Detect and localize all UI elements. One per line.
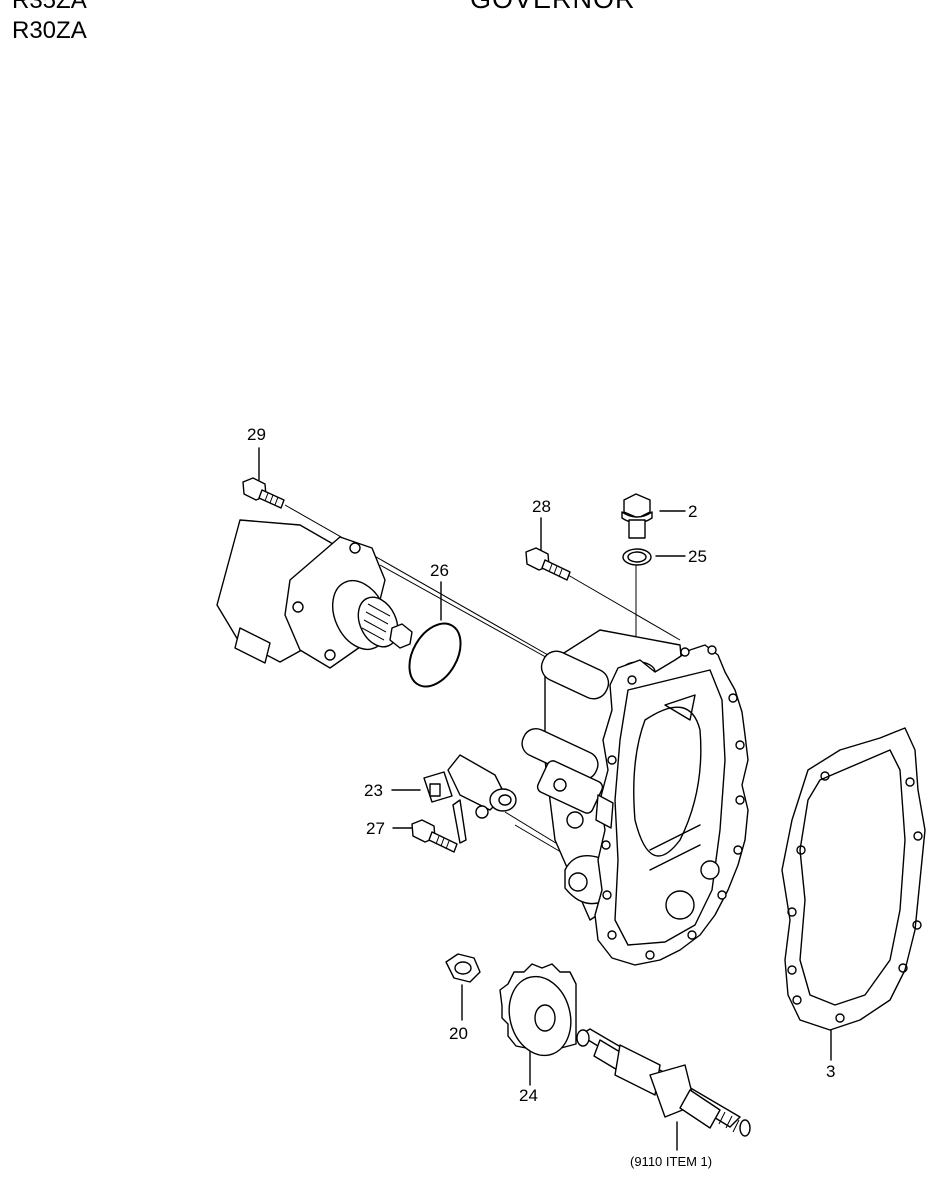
- shaft-reference-note: (9110 ITEM 1): [630, 1154, 712, 1169]
- bolt-28-icon: [525, 517, 571, 581]
- plug-bolt-2-icon: [621, 493, 686, 539]
- bolt-27-icon: [392, 819, 458, 853]
- gear-24-icon: [499, 963, 577, 1086]
- callout-3: 3: [826, 1062, 835, 1081]
- governor-shaft-icon: [576, 1028, 751, 1151]
- callout-24: 24: [519, 1086, 538, 1105]
- o-ring-26-icon: [408, 581, 462, 688]
- callout-27: 27: [366, 819, 385, 838]
- governor-housing-icon: [521, 629, 749, 966]
- diagram-title: GOVERNOR: [470, 0, 636, 13]
- sensor-23-icon: [391, 754, 517, 844]
- bolt-29-icon: [242, 447, 285, 509]
- callout-26: 26: [430, 561, 449, 580]
- governor-actuator-icon: [216, 519, 413, 669]
- callout-2: 2: [688, 502, 697, 521]
- callout-20: 20: [449, 1024, 468, 1043]
- model-code-r30za: R30ZA: [12, 17, 87, 44]
- washer-25-icon: [622, 548, 686, 566]
- gasket-3-icon: [781, 727, 926, 1061]
- callout-23: 23: [364, 781, 383, 800]
- nut-20-icon: [445, 953, 481, 1021]
- callout-25: 25: [688, 547, 707, 566]
- callout-28: 28: [532, 497, 551, 516]
- callout-29: 29: [247, 425, 266, 444]
- model-code-r35za: R35ZA: [12, 0, 87, 14]
